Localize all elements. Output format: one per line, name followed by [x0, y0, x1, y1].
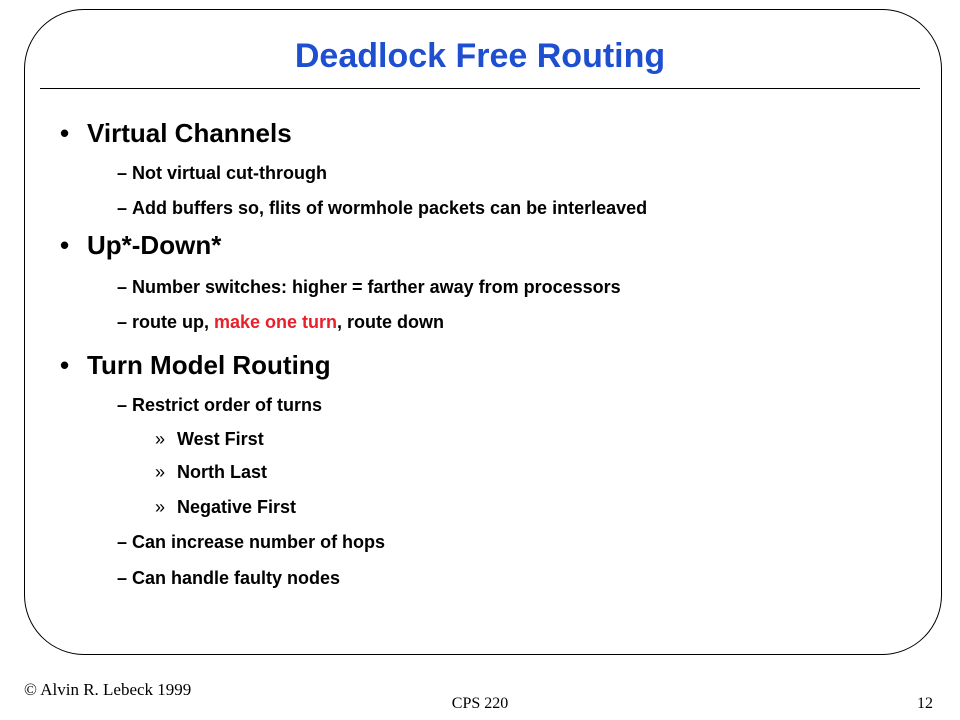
sub-bullet-text-pre: route up,	[132, 312, 214, 332]
chevron-marker: »	[155, 497, 166, 517]
sub-bullet: –Can handle faulty nodes	[117, 566, 340, 590]
sub-bullet-text: Restrict order of turns	[132, 395, 323, 415]
bullet-text: Up*-Down*	[87, 230, 222, 260]
sub-bullet: –Add buffers so, flits of wormhole packe…	[117, 196, 647, 220]
highlighted-text: make one turn	[214, 312, 338, 332]
dash-marker: –	[117, 312, 128, 332]
bullet-marker: •	[60, 350, 70, 380]
sub-bullet-text: Not virtual cut-through	[132, 163, 327, 183]
bullet-turn-model: • Turn Model Routing	[60, 349, 331, 381]
bullet-marker: •	[60, 230, 70, 260]
dash-marker: –	[117, 163, 128, 183]
sub-sub-bullet: » North Last	[155, 460, 267, 484]
chevron-marker: »	[155, 429, 166, 449]
sub-bullet: –Can increase number of hops	[117, 530, 385, 554]
sub-bullet-text: Add buffers so, flits of wormhole packet…	[132, 198, 648, 218]
sub-sub-bullet-text: West First	[177, 429, 264, 449]
dash-marker: –	[117, 532, 128, 552]
sub-bullet-text: Number switches: higher = farther away f…	[132, 277, 621, 297]
sub-sub-bullet-text: North Last	[177, 462, 267, 482]
slide-frame	[24, 9, 942, 655]
dash-marker: –	[117, 277, 128, 297]
bullet-marker: •	[60, 118, 70, 148]
chevron-marker: »	[155, 462, 166, 482]
title-divider	[40, 88, 920, 89]
sub-bullet: –Not virtual cut-through	[117, 161, 327, 185]
sub-bullet: –route up, make one turn, route down	[117, 310, 444, 334]
sub-bullet-text: Can increase number of hops	[132, 532, 386, 552]
bullet-text: Turn Model Routing	[87, 350, 331, 380]
bullet-virtual-channels: • Virtual Channels	[60, 117, 292, 149]
footer-copyright: © Alvin R. Lebeck 1999	[24, 680, 192, 699]
sub-bullet-text-post: , route down	[337, 312, 445, 332]
sub-bullet-text: Can handle faulty nodes	[132, 568, 341, 588]
dash-marker: –	[117, 568, 128, 588]
sub-bullet: –Restrict order of turns	[117, 393, 322, 417]
sub-bullet: –Number switches: higher = farther away …	[117, 275, 621, 299]
footer-course: CPS 220	[451, 695, 509, 712]
sub-sub-bullet: » Negative First	[155, 495, 296, 519]
dash-marker: –	[117, 198, 128, 218]
bullet-up-down: • Up*-Down*	[60, 229, 221, 261]
bullet-text: Virtual Channels	[87, 118, 292, 148]
sub-sub-bullet-text: Negative First	[177, 497, 297, 517]
dash-marker: –	[117, 395, 128, 415]
footer-page-number: 12	[917, 695, 933, 712]
sub-sub-bullet: » West First	[155, 427, 264, 451]
slide-title: Deadlock Free Routing	[294, 37, 666, 75]
